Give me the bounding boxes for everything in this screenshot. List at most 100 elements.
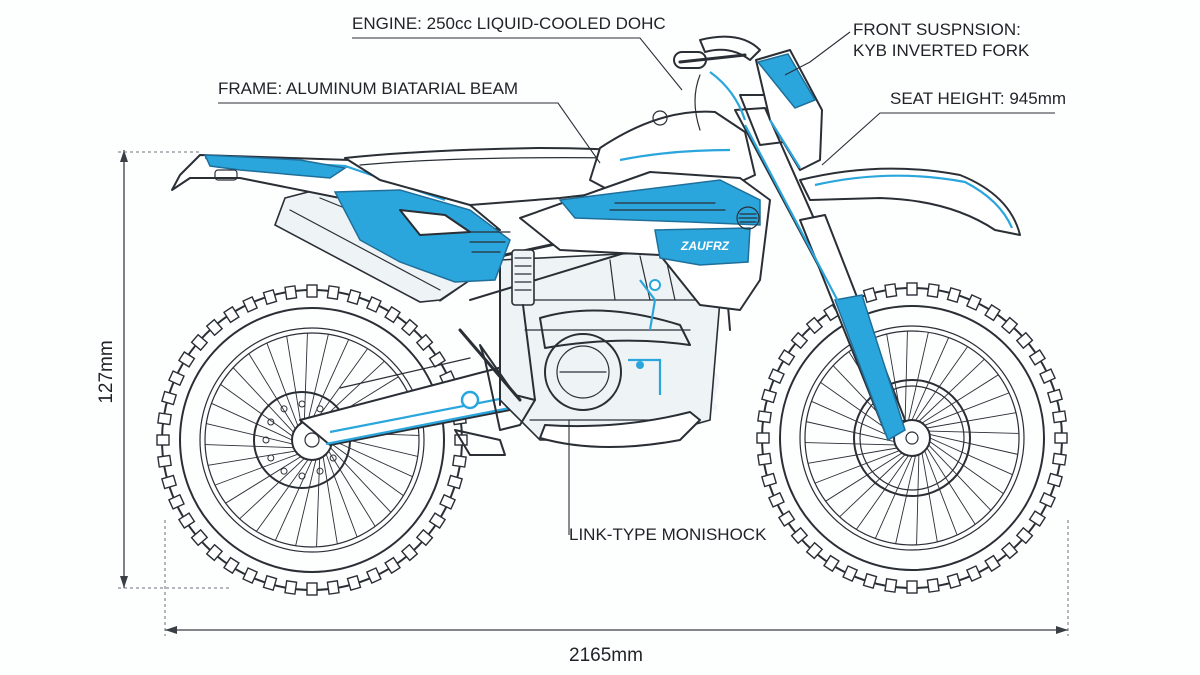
wheel-spoke <box>256 459 309 532</box>
radiator-shroud: ZAUFRZ <box>519 171 771 311</box>
tire-knob <box>862 287 878 304</box>
tire-knob <box>926 283 940 298</box>
wheel-spoke <box>316 458 321 547</box>
engine-clutch-cover <box>544 333 622 411</box>
tire-knob <box>1000 541 1019 560</box>
wheel-spoke <box>232 367 294 433</box>
tire-knob <box>906 282 918 296</box>
tire-knob <box>1028 510 1047 527</box>
tire-knob <box>862 572 878 589</box>
tire-knob <box>415 528 434 547</box>
side-panel <box>333 189 511 283</box>
tire-knob <box>168 493 185 510</box>
handlebar <box>673 35 761 131</box>
wheel-spoke <box>328 450 376 527</box>
tire-knob <box>365 296 382 313</box>
tire-knob <box>306 284 318 298</box>
wheel-spoke <box>921 452 938 543</box>
tire-knob <box>1000 316 1019 335</box>
tire-knob <box>177 512 196 529</box>
wheel-spoke <box>322 456 338 545</box>
tire-knob <box>452 454 467 468</box>
wheel-spoke <box>220 384 293 437</box>
wheel-spoke <box>916 454 920 545</box>
tire-knob <box>1028 349 1047 366</box>
engine-callout: ENGINE: 250cc LIQUID-COOLED DOHC <box>352 14 666 33</box>
wheel-spoke <box>908 332 929 421</box>
length-dimension-label: 2165mm <box>569 645 643 666</box>
wheel-spoke <box>811 400 895 439</box>
tire-knob <box>346 574 362 591</box>
wheel-spoke <box>839 454 906 518</box>
wheel-spoke <box>924 450 958 536</box>
wheel-spoke <box>331 439 413 478</box>
rear-tire-knobs <box>156 284 468 596</box>
rear-shock <box>454 249 536 456</box>
rear-shock-callout: LINK-TYPE MONISHOCK <box>569 525 767 544</box>
tire-knob <box>1046 388 1063 404</box>
wheel-spoke <box>274 459 313 541</box>
tire-knob <box>761 472 778 488</box>
tire-knob <box>761 388 778 404</box>
tire-knob <box>1015 331 1034 350</box>
tire-knob <box>768 368 785 385</box>
wheel-spoke <box>856 455 909 530</box>
tire-knob <box>346 289 362 306</box>
wheel-spoke <box>814 450 900 484</box>
tire-knob <box>1054 432 1068 444</box>
tire-knob <box>326 580 340 595</box>
callout-leaders <box>218 31 1055 535</box>
wheel-spoke <box>928 444 992 511</box>
disc-hole <box>262 436 270 444</box>
tire-knob <box>190 528 209 547</box>
wheel-spoke <box>207 450 296 466</box>
wheel-spoke <box>805 442 896 446</box>
wheel-spoke <box>921 374 999 424</box>
front-suspension-callout-line2: KYB INVERTED FORK <box>853 41 1030 60</box>
disc-hole <box>298 400 306 408</box>
wheel-spoke <box>874 455 913 539</box>
disc-hole <box>316 405 324 413</box>
wheel-spoke <box>904 331 908 422</box>
tire-knob <box>400 543 419 562</box>
tire-knob <box>242 296 259 313</box>
wheel-spoke <box>911 337 950 421</box>
tire-knob <box>777 510 796 527</box>
wheel-spoke <box>307 334 329 421</box>
tire-knob <box>1046 472 1063 488</box>
tire-knob <box>1039 491 1056 508</box>
tire-knob <box>439 493 456 510</box>
tire-knob <box>965 565 982 582</box>
tire-knob <box>1052 452 1067 466</box>
tire-knob <box>190 333 209 352</box>
tire-knob <box>177 351 196 368</box>
disc-hole <box>316 467 324 475</box>
front-forks <box>734 94 906 442</box>
number-plate <box>755 49 823 171</box>
wheel-spoke <box>295 459 317 546</box>
tire-knob <box>790 526 809 545</box>
disc-hole <box>329 454 337 462</box>
tire-knob <box>157 454 172 468</box>
tire-knob <box>884 283 898 298</box>
wheel-spoke <box>929 441 1004 494</box>
wheel-spoke <box>303 333 308 422</box>
tire-knob <box>242 567 259 584</box>
tire-knob <box>984 303 1001 322</box>
front-suspension-callout-line1: FRONT SUSPNSION: <box>853 20 1021 39</box>
handlebar-grip <box>673 51 707 69</box>
tire-knob <box>326 285 340 300</box>
tire-knob <box>805 316 824 335</box>
tire-knob <box>757 452 772 466</box>
tire-knob <box>223 305 240 324</box>
tire-knob <box>777 349 796 366</box>
wheel-spoke <box>211 402 293 441</box>
tire-knob <box>768 491 785 508</box>
rear-spokes <box>205 333 419 547</box>
tire-knob <box>757 410 772 424</box>
wheel-spoke <box>825 452 903 502</box>
tire-knob <box>223 556 240 575</box>
wheel-spoke <box>330 447 392 513</box>
wheel-spoke <box>266 342 299 427</box>
